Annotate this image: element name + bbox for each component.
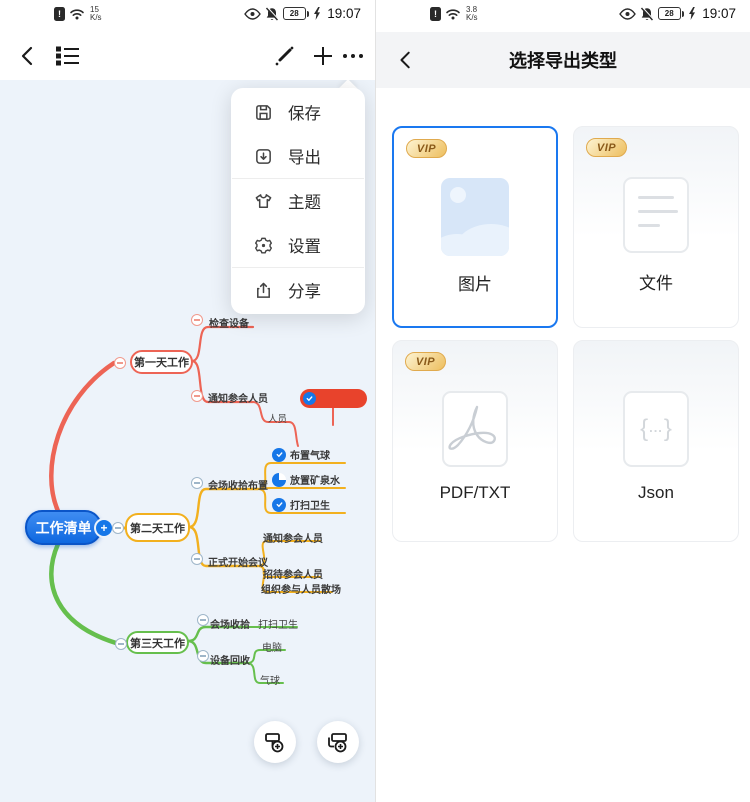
branch-connectors bbox=[49, 325, 346, 684]
more-dropdown-menu: 保存 导出 主题 设置 分享 bbox=[231, 88, 365, 314]
back-button[interactable] bbox=[386, 32, 426, 88]
node-notify-attendees-2[interactable]: 通知参会人员 bbox=[263, 534, 323, 545]
vip-badge: VIP bbox=[586, 138, 627, 157]
node-venue-setup[interactable]: 会场收拾布置 bbox=[208, 481, 268, 492]
node-organize-dismissal[interactable]: 组织参与人员散场 bbox=[261, 585, 341, 596]
export-card-image[interactable]: VIP 图片 bbox=[392, 126, 558, 328]
battery-indicator: 28 bbox=[282, 7, 310, 20]
check-icon bbox=[272, 447, 286, 462]
export-icon bbox=[256, 148, 271, 164]
battery-indicator: 28 bbox=[657, 7, 685, 20]
add-sibling-node-button[interactable] bbox=[317, 721, 359, 763]
mute-bell-icon bbox=[640, 6, 654, 21]
share-icon bbox=[257, 282, 270, 298]
mindmap-toolbar bbox=[0, 32, 375, 80]
clock: 19:07 bbox=[702, 6, 736, 21]
node-member[interactable]: 人员 bbox=[268, 414, 288, 425]
export-card-pdf[interactable]: VIP PDF/TXT bbox=[392, 340, 558, 542]
charging-bolt-icon bbox=[689, 7, 696, 20]
node-water[interactable]: 放置矿泉水 bbox=[272, 472, 340, 487]
save-icon bbox=[256, 104, 271, 120]
export-card-file[interactable]: VIP 文件 bbox=[573, 126, 739, 328]
add-child-node-button[interactable] bbox=[254, 721, 296, 763]
export-card-json[interactable]: {...} Json bbox=[573, 340, 739, 542]
node-computer[interactable]: 电脑 bbox=[262, 643, 282, 654]
node-balloon-2[interactable]: 气球 bbox=[260, 676, 280, 687]
clock: 19:07 bbox=[327, 6, 361, 21]
collapse-icon[interactable] bbox=[197, 614, 209, 626]
sim-alert-icon: ! bbox=[54, 7, 65, 22]
collapse-icon[interactable] bbox=[191, 390, 203, 402]
node-cleaning-2[interactable]: 打扫卫生 bbox=[258, 620, 298, 631]
settings-icon bbox=[254, 237, 273, 254]
menu-item-settings[interactable]: 设置 bbox=[231, 223, 365, 267]
image-icon bbox=[441, 178, 509, 256]
magic-wand-button[interactable] bbox=[266, 32, 302, 80]
progress-pie-icon bbox=[272, 472, 286, 487]
wifi-icon bbox=[446, 9, 460, 20]
node-check-equipment[interactable]: 检查设备 bbox=[209, 319, 249, 330]
export-header: 选择导出类型 bbox=[376, 32, 750, 88]
menu-item-save[interactable]: 保存 bbox=[231, 90, 365, 134]
file-icon bbox=[623, 177, 689, 253]
node-venue-tidy[interactable]: 会场收拾 bbox=[210, 620, 250, 631]
charging-bolt-icon bbox=[314, 7, 321, 20]
theme-icon bbox=[255, 193, 272, 208]
check-icon bbox=[272, 497, 286, 512]
node-host-attendees[interactable]: 招待参会人员 bbox=[263, 570, 323, 581]
collapse-icon[interactable] bbox=[191, 477, 203, 489]
pdf-icon bbox=[442, 391, 508, 467]
node-equipment-return[interactable]: 设备回收 bbox=[210, 656, 250, 667]
menu-divider bbox=[232, 267, 364, 268]
menu-item-export[interactable]: 导出 bbox=[231, 134, 365, 178]
menu-item-share[interactable]: 分享 bbox=[231, 268, 365, 312]
node-balloons[interactable]: 布置气球 bbox=[272, 447, 330, 462]
root-node[interactable]: 工作清单 bbox=[25, 510, 102, 545]
branch-node-day1[interactable]: 第一天工作 bbox=[130, 350, 193, 374]
collapse-icon[interactable] bbox=[114, 357, 126, 369]
menu-item-theme[interactable]: 主题 bbox=[231, 179, 365, 223]
eye-icon bbox=[243, 7, 261, 20]
branch-node-day2[interactable]: 第二天工作 bbox=[125, 513, 190, 542]
vip-badge: VIP bbox=[405, 352, 446, 371]
add-node-button[interactable] bbox=[306, 32, 340, 80]
wifi-icon bbox=[70, 9, 84, 20]
add-child-node-icon bbox=[265, 733, 284, 753]
node-cleaning[interactable]: 打扫卫生 bbox=[272, 497, 330, 512]
sim-alert-icon: ! bbox=[430, 7, 441, 22]
add-sibling-node-icon bbox=[328, 733, 347, 753]
outline-list-button[interactable] bbox=[50, 32, 86, 80]
collapse-icon[interactable] bbox=[191, 553, 203, 565]
expand-plus-badge[interactable]: + bbox=[96, 520, 112, 536]
card-label: PDF/TXT bbox=[439, 483, 511, 502]
card-label: Json bbox=[638, 483, 674, 502]
back-button[interactable] bbox=[10, 32, 46, 80]
collapse-icon[interactable] bbox=[191, 314, 203, 326]
collapse-icon[interactable] bbox=[115, 638, 127, 650]
menu-divider bbox=[232, 178, 364, 179]
collapse-icon[interactable] bbox=[197, 650, 209, 662]
check-icon bbox=[303, 392, 316, 405]
page-title: 选择导出类型 bbox=[509, 51, 617, 71]
more-menu-button[interactable] bbox=[336, 32, 370, 80]
node-meeting-start[interactable]: 正式开始会议 bbox=[208, 558, 268, 569]
vip-badge: VIP bbox=[406, 139, 447, 158]
card-label: 图片 bbox=[458, 275, 492, 294]
card-label: 文件 bbox=[639, 274, 673, 293]
mute-bell-icon bbox=[265, 6, 279, 21]
eye-icon bbox=[618, 7, 636, 20]
highlighted-node-pill[interactable] bbox=[300, 389, 367, 408]
collapse-icon[interactable] bbox=[112, 522, 124, 534]
branch-node-day3[interactable]: 第三天工作 bbox=[126, 631, 189, 654]
json-icon: {...} bbox=[623, 391, 689, 467]
node-notify-attendees[interactable]: 通知参会人员 bbox=[208, 394, 268, 405]
